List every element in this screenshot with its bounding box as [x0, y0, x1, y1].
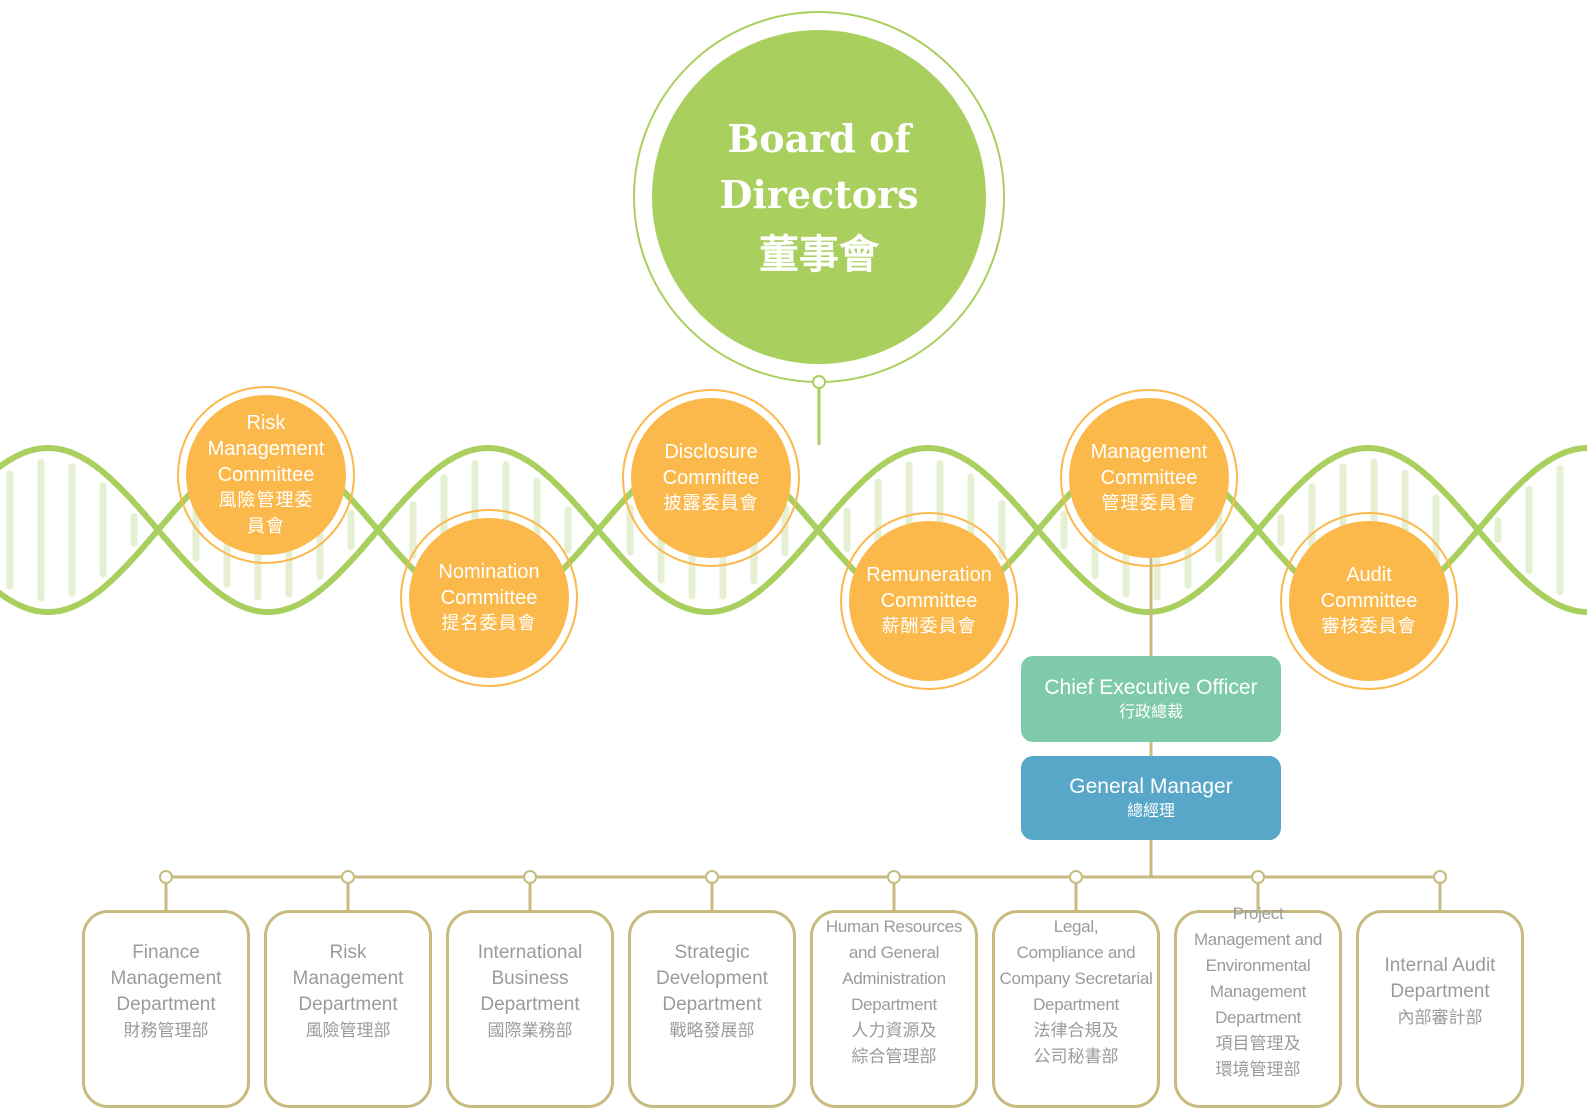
- department-legal-compliance: Legal, Compliance and Company Secretaria…: [992, 910, 1160, 1108]
- department-strategic-development: Strategic Development Department 戰略發展部: [628, 910, 796, 1108]
- committee-nomination: Nomination Committee 提名委員會: [409, 518, 569, 678]
- committee-name-en: Management Committee: [1090, 441, 1208, 489]
- ceo-title-zh: 行政總裁: [1118, 702, 1183, 721]
- department-node: [1069, 870, 1083, 884]
- committee-management: Management Committee 管理委員會: [1069, 398, 1229, 558]
- committee-name-zh: 審核委員會: [1321, 616, 1417, 637]
- committee-name-zh: 管理委員會: [1101, 493, 1197, 514]
- committee-disclosure: Disclosure Committee 披露委員會: [631, 398, 791, 558]
- department-node: [523, 870, 537, 884]
- gm-title-en: General Manager: [1069, 775, 1233, 798]
- board-of-directors: Board of Directors 董事會: [652, 30, 986, 364]
- department-node: [159, 870, 173, 884]
- department-drops: [159, 870, 1447, 910]
- department-name-zh: 人力資源及 綜合管理部: [851, 1021, 937, 1067]
- department-node: [705, 870, 719, 884]
- department-name-en: International Business Department: [477, 942, 583, 1015]
- board-name-zh: 董事會: [759, 232, 879, 278]
- department-node: [341, 870, 355, 884]
- committee-ring-management: [1060, 389, 1238, 567]
- committee-ring-disclosure: [622, 389, 800, 567]
- department-name-en: Human Resources and General Administrati…: [825, 917, 963, 1014]
- department-name-en: Legal, Compliance and Company Secretaria…: [999, 917, 1153, 1014]
- general-manager: General Manager 總經理: [1021, 756, 1281, 840]
- department-name-en: Project Management and Environmental Man…: [1193, 904, 1323, 1027]
- committee-name-en: Audit Committee: [1320, 564, 1418, 612]
- committee-name-zh: 風險管理委員會: [218, 490, 314, 537]
- committee-name-zh: 披露委員會: [663, 493, 759, 514]
- department-name-en: Internal Audit Department: [1384, 955, 1496, 1002]
- board-connector-node: [812, 375, 826, 389]
- committee-name-en: Disclosure Committee: [662, 441, 760, 489]
- gm-title-zh: 總經理: [1126, 801, 1175, 820]
- department-name-en: Risk Management Department: [292, 942, 404, 1015]
- ceo-title-en: Chief Executive Officer: [1044, 676, 1258, 699]
- department-name-zh: 財務管理部: [123, 1021, 209, 1041]
- department-name-zh: 內部審計部: [1397, 1008, 1483, 1028]
- department-name-zh: 風險管理部: [305, 1021, 391, 1041]
- committee-ring-risk: [177, 386, 355, 564]
- committee-remuneration: Remuneration Committee 薪酬委員會: [849, 521, 1009, 681]
- committee-ring-audit: [1280, 512, 1458, 690]
- committee-ring-nomination: [400, 509, 578, 687]
- department-human-resources: Human Resources and General Administrati…: [810, 910, 978, 1108]
- committee-name-en: Nomination Committee: [438, 561, 540, 609]
- committee-name-zh: 薪酬委員會: [881, 616, 977, 637]
- department-name-zh: 法律合規及 公司秘書部: [1033, 1021, 1119, 1067]
- department-node: [1433, 870, 1447, 884]
- department-name-en: Strategic Development Department: [656, 942, 768, 1015]
- department-project-environmental: Project Management and Environmental Man…: [1174, 904, 1342, 1108]
- chief-executive-officer: Chief Executive Officer 行政總裁: [1021, 656, 1281, 742]
- committee-risk-management: Risk Management Committee 風險管理委員會: [186, 395, 346, 555]
- department-name-zh: 項目管理及 環境管理部: [1215, 1034, 1301, 1080]
- committee-ring-remuneration: [840, 512, 1018, 690]
- board-name-en: Board of Directors: [719, 116, 919, 217]
- department-international-business: International Business Department 國際業務部: [446, 910, 614, 1108]
- department-node: [1251, 870, 1265, 884]
- department-name-zh: 戰略發展部: [669, 1021, 755, 1041]
- committee-name-zh: 提名委員會: [441, 613, 537, 634]
- committee-audit: Audit Committee 審核委員會: [1289, 521, 1449, 681]
- department-node: [887, 870, 901, 884]
- department-name-zh: 國際業務部: [487, 1021, 573, 1041]
- department-finance-management: Finance Management Department 財務管理部: [82, 910, 250, 1108]
- committee-name-en: Risk Management Committee: [207, 412, 325, 486]
- department-name-en: Finance Management Department: [110, 942, 222, 1015]
- department-risk-management: Risk Management Department 風險管理部: [264, 910, 432, 1108]
- department-internal-audit: Internal Audit Department 內部審計部: [1356, 910, 1524, 1108]
- helix-strand-b: [0, 445, 1587, 615]
- committee-name-en: Remuneration Committee: [866, 564, 992, 612]
